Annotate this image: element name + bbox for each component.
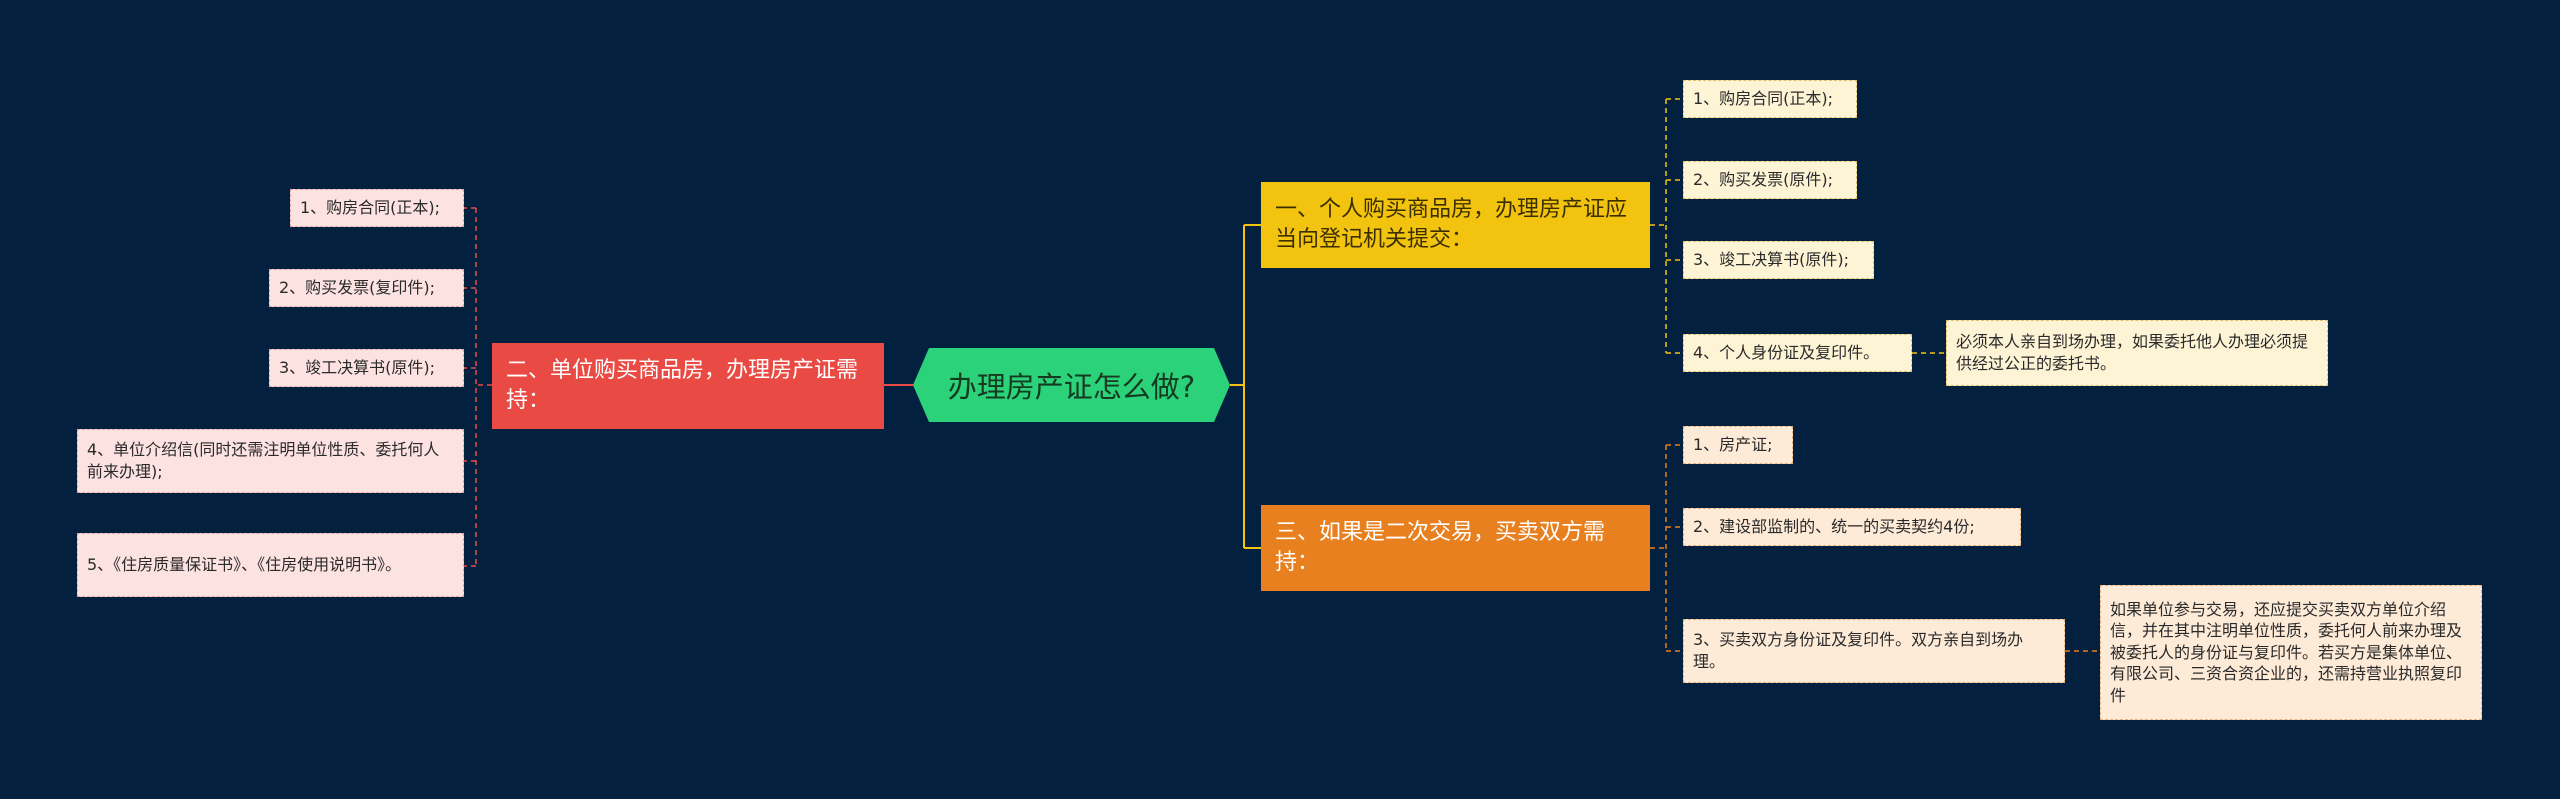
left-leaf-3[interactable]: 3、竣工决算书(原件); (269, 349, 464, 387)
central-topic[interactable]: 办理房产证怎么做? (913, 348, 1230, 422)
right3-leaf-2[interactable]: 2、建设部监制的、统一的买卖契约4份; (1683, 508, 2021, 546)
branch-personal-purchase[interactable]: 一、个人购买商品房，办理房产证应当向登记机关提交： (1261, 182, 1650, 268)
right1-leaf-3[interactable]: 3、竣工决算书(原件); (1683, 241, 1874, 279)
right1-note[interactable]: 必须本人亲自到场办理，如果委托他人办理必须提供经过公正的委托书。 (1946, 320, 2328, 386)
right1-leaf-4[interactable]: 4、个人身份证及复印件。 (1683, 334, 1912, 372)
left-leaf-1[interactable]: 1、购房合同(正本); (290, 189, 464, 227)
right3-leaf-1[interactable]: 1、房产证; (1683, 426, 1793, 464)
branch-unit-purchase[interactable]: 二、单位购买商品房，办理房产证需持： (492, 343, 884, 429)
connector-center-right (1230, 224, 1261, 549)
branch-second-hand[interactable]: 三、如果是二次交易，买卖双方需持： (1261, 505, 1650, 591)
central-topic-label: 办理房产证怎么做? (947, 370, 1196, 404)
right1-leaf-1[interactable]: 1、购房合同(正本); (1683, 80, 1857, 118)
left-leaf-4[interactable]: 4、单位介绍信(同时还需注明单位性质、委托何人前来办理); (77, 429, 464, 493)
connector-right1-leaves (1650, 98, 1683, 354)
right3-leaf-3[interactable]: 3、买卖双方身份证及复印件。双方亲自到场办理。 (1683, 619, 2065, 683)
left-leaf-5[interactable]: 5、《住房质量保证书》、《住房使用说明书》。 (77, 533, 464, 597)
connector-left-leaves (464, 207, 492, 567)
left-leaf-2[interactable]: 2、购买发票(复印件); (269, 269, 464, 307)
connector-right3-leaves (1650, 444, 1683, 652)
right1-leaf-2[interactable]: 2、购买发票(原件); (1683, 161, 1857, 199)
right3-note[interactable]: 如果单位参与交易，还应提交买卖双方单位介绍信，并在其中注明单位性质，委托何人前来… (2100, 585, 2482, 720)
central-topic-shape (913, 348, 1230, 422)
